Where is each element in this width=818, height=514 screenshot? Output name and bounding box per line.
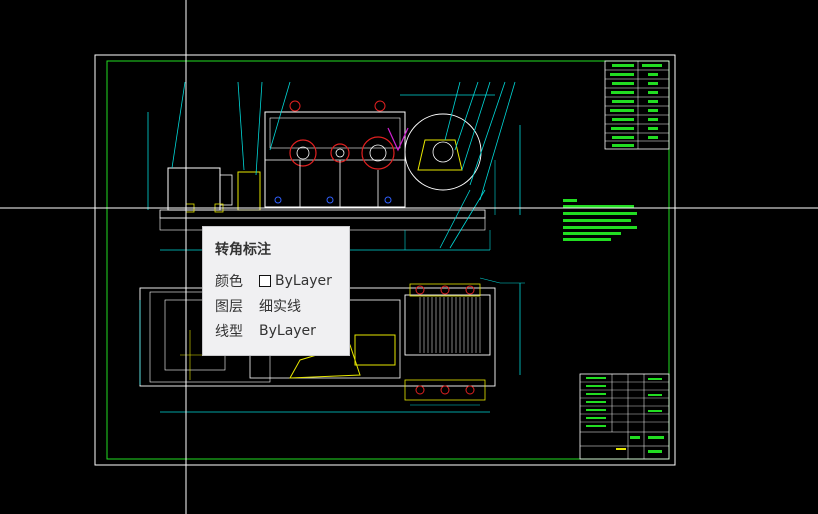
drawing-inner-border [106,60,670,460]
object-hover-tooltip: 转角标注 颜色 ByLayer 图层 细实线 线型 ByLayer [202,226,350,356]
tooltip-title: 转角标注 [215,242,271,258]
tooltip-layer-label: 图层 [215,298,243,315]
tooltip-color-text: ByLayer [275,272,332,289]
front-elevation-view [147,81,521,251]
tooltip-linetype-value: ByLayer [259,322,316,339]
color-swatch-icon [259,274,271,287]
title-block [579,373,670,460]
tooltip-color-label: 颜色 [215,273,243,290]
technical-notes [563,199,637,241]
tooltip-layer-value: 细实线 [259,298,301,315]
drawing-outer-frame [94,54,676,466]
tooltip-linetype-label: 线型 [215,323,243,340]
tooltip-row-layer: 图层 细实线 [215,293,349,318]
technical-parameters-table [604,60,670,150]
tooltip-row-color: 颜色 ByLayer [215,268,349,293]
tooltip-color-value: ByLayer [259,273,332,289]
tooltip-row-linetype: 线型 ByLayer [215,318,349,343]
